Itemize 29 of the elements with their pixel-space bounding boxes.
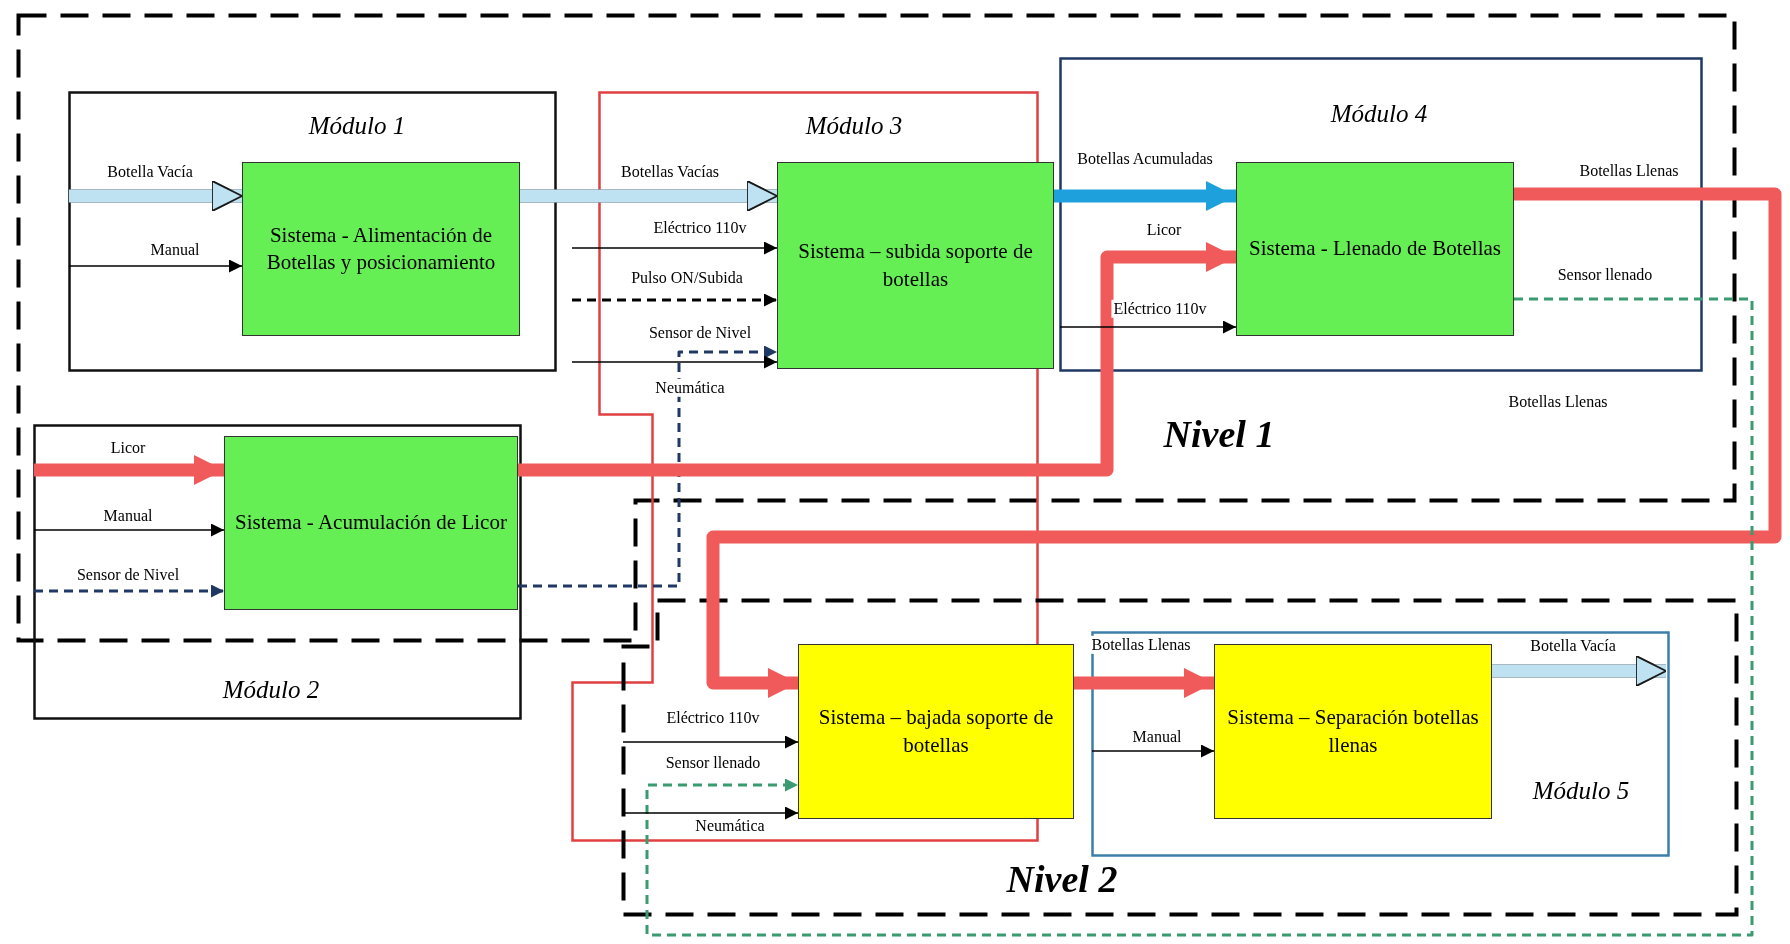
flow-arrow bbox=[520, 180, 778, 212]
module-frame bbox=[33, 424, 519, 717]
arrow bbox=[33, 523, 225, 537]
system-box: Sistema - Acumulación de Licor bbox=[224, 436, 518, 610]
flow-arrow bbox=[69, 180, 243, 212]
arrow bbox=[1059, 320, 1237, 334]
system-box: Sistema - Llenado de Botellas bbox=[1236, 162, 1514, 336]
flow-arrow bbox=[518, 242, 1236, 477]
arrow bbox=[571, 241, 778, 255]
signal-arrow bbox=[518, 345, 777, 588]
flow-arrow bbox=[34, 455, 224, 485]
module-title: Módulo 1 bbox=[308, 112, 406, 140]
edge-label: Neumática bbox=[653, 378, 727, 398]
flow-arrow bbox=[706, 187, 1782, 698]
module-frame bbox=[68, 91, 554, 369]
signal-arrow bbox=[572, 293, 777, 307]
arrow bbox=[68, 259, 243, 273]
module-frame bbox=[1059, 57, 1700, 369]
module-title: Módulo 2 bbox=[222, 676, 320, 704]
edge-label: Eléctrico 110v bbox=[1111, 299, 1209, 319]
signal-arrow bbox=[34, 584, 224, 598]
arrow bbox=[571, 355, 778, 369]
flow-arrow bbox=[1054, 181, 1236, 211]
system-box: Sistema – subida soporte de botellas bbox=[777, 162, 1054, 369]
module-title: Módulo 3 bbox=[805, 112, 903, 140]
system-box: Sistema - Alimentación de Botellas y posicionamiento bbox=[242, 162, 520, 336]
level-title: Nivel 1 bbox=[1163, 412, 1275, 456]
level-frame bbox=[17, 14, 1735, 640]
module-title: Módulo 4 bbox=[1330, 100, 1428, 128]
